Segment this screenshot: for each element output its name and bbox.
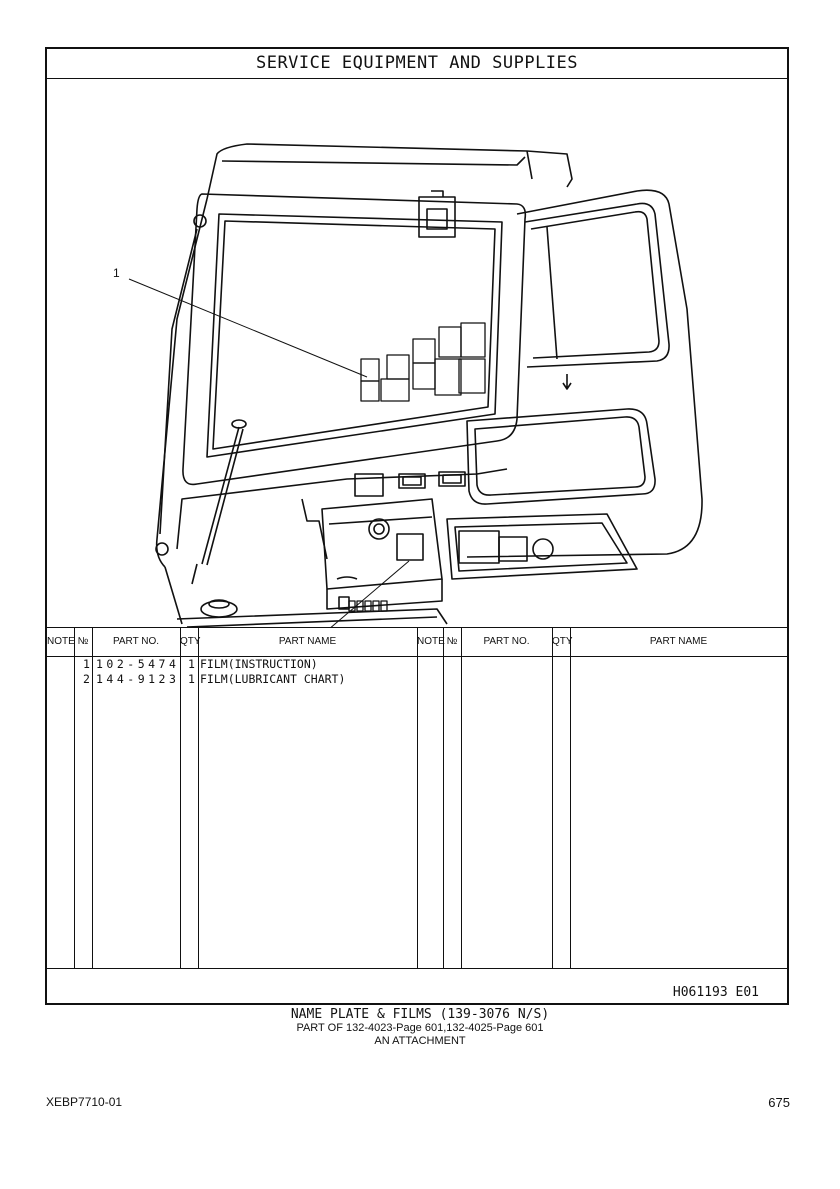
header-qty-right: QTY — [552, 636, 573, 647]
row-1-part-no: 102-5474 — [96, 657, 180, 671]
header-qty: QTY — [180, 636, 201, 647]
header-part-name: PART NAME — [278, 636, 337, 647]
drawing-number: H061193 E01 — [672, 985, 759, 1000]
page-frame: SERVICE EQUIPMENT AND SUPPLIES — [45, 47, 789, 1005]
row-2-part-no: 144-9123 — [96, 672, 180, 686]
row-2-part-name: FILM(LUBRICANT CHART) — [200, 672, 346, 686]
parts-table: NOTE № PART NO. QTY PART NAME NOTE № PAR… — [47, 627, 787, 969]
header-part-no-right: PART NO. — [483, 636, 530, 647]
caption-title: NAME PLATE & FILMS (139-3076 N/S) — [290, 1007, 550, 1022]
document-code: XEBP7710-01 — [46, 1095, 123, 1109]
row-1-part-name: FILM(INSTRUCTION) — [200, 657, 318, 671]
header-note: NOTE — [47, 636, 75, 647]
cab-illustration: 1 2 — [113, 143, 703, 627]
caption-attachment: AN ATTACHMENT — [374, 1035, 466, 1047]
header-note-right: NOTE — [417, 636, 445, 647]
header-part-name-right: PART NAME — [649, 636, 708, 647]
row-1-no: 1 — [83, 657, 90, 671]
row-2-qty: 1 — [188, 672, 195, 686]
header-part-no: PART NO. — [112, 636, 160, 647]
header-no: № — [77, 636, 89, 647]
row-2-no: 2 — [83, 672, 90, 686]
caption-part-of: PART OF 132-4023-Page 601,132-4025-Page … — [296, 1022, 544, 1034]
page-title: SERVICE EQUIPMENT AND SUPPLIES — [47, 49, 787, 79]
header-no-right: № — [446, 636, 458, 647]
page-number: 675 — [768, 1095, 790, 1110]
row-1-qty: 1 — [188, 657, 195, 671]
callout-1: 1 — [113, 266, 120, 280]
